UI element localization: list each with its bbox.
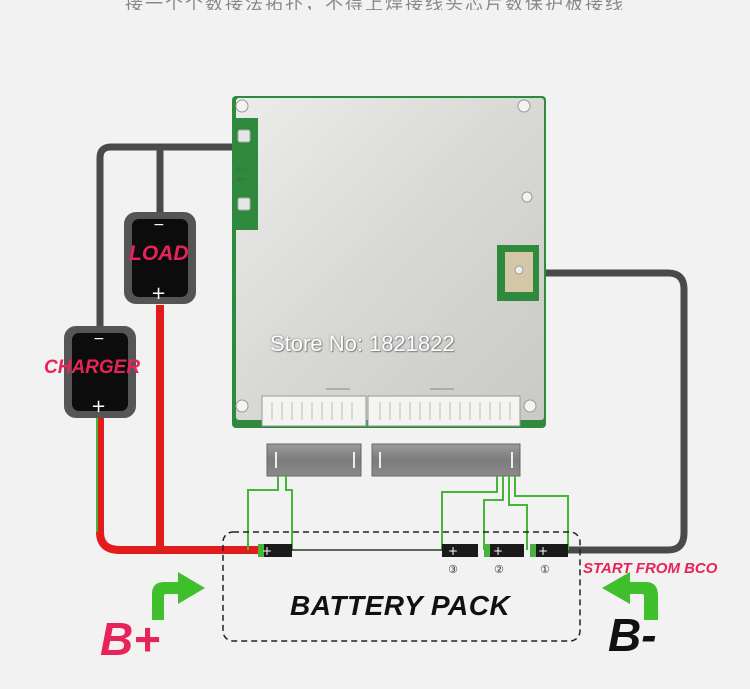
svg-text:+: + [262, 544, 272, 558]
board-connector-right [367, 395, 521, 427]
b-plus-label: B+ [100, 613, 161, 665]
charger-box: − + [64, 326, 136, 418]
positive-wires [96, 305, 258, 554]
charger-minus: − [93, 331, 105, 347]
charger-label: CHARGER [44, 357, 141, 378]
top-caption: 接一个个数接法拓扑，不得上焊接线头芯片数保护板接线 [0, 0, 750, 10]
mount-hole [235, 99, 249, 113]
charger-negative-wire [96, 143, 242, 332]
battery-cell: + [258, 544, 292, 558]
battery-cell: + [530, 544, 568, 558]
board-p-minus: P− [237, 176, 247, 184]
svg-text:+: + [448, 544, 458, 558]
b-minus-wire [534, 269, 688, 554]
board-connector-left [261, 395, 367, 427]
battery-pack-label: BATTERY PACK [290, 590, 511, 621]
mount-hole [235, 399, 249, 413]
svg-text:+: + [493, 544, 503, 558]
mount-hole [517, 99, 531, 113]
load-label: LOAD [129, 242, 189, 265]
b-plus-arrow-icon [152, 572, 205, 620]
cell-number-1: ① [540, 563, 550, 576]
battery-cell: + [484, 544, 524, 558]
battery-pack-outline [222, 531, 581, 642]
load-box: − + [124, 212, 196, 304]
mount-hole [523, 399, 537, 413]
balance-plug-left [266, 443, 362, 477]
store-watermark: Store No: 1821822 [270, 331, 455, 356]
connector-pins [271, 402, 511, 420]
cell-number-2: ② [494, 563, 504, 576]
balance-plug-right [371, 443, 521, 477]
svg-text:+: + [538, 544, 548, 558]
charger-positive-wire [96, 418, 258, 554]
start-from-label: START FROM BCO [583, 560, 718, 577]
b-minus-arrow-icon [602, 572, 658, 620]
load-minus: − [153, 217, 165, 233]
load-plus: + [151, 283, 166, 304]
negative-wires [96, 143, 688, 554]
bms-board: C− P− [232, 96, 546, 428]
board-c-minus: C− [237, 166, 248, 174]
cell-number-3: ③ [448, 563, 458, 576]
charger-plus: + [91, 396, 106, 417]
battery-cell: + [442, 544, 478, 558]
b-minus-label: B- [608, 609, 657, 661]
balance-wires [247, 476, 569, 550]
